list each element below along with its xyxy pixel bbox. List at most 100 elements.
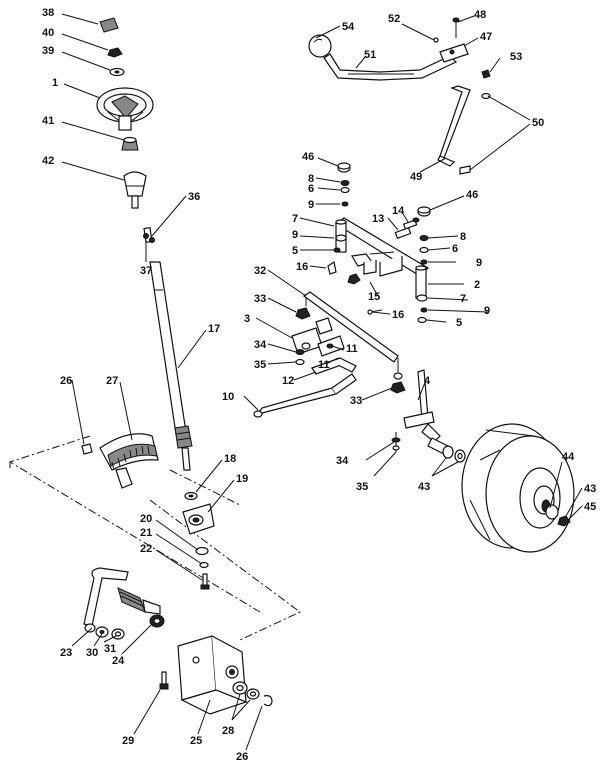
- label-26: 26: [60, 375, 72, 387]
- cap-46-right: [417, 206, 431, 217]
- label-46: 46: [302, 151, 314, 163]
- steering-arm-23: [83, 567, 161, 633]
- label-13: 13: [372, 213, 384, 225]
- label-8: 8: [308, 173, 314, 185]
- bracket-25: [177, 635, 248, 715]
- label-45: 45: [584, 501, 596, 513]
- label-9d: 9: [484, 305, 490, 317]
- clips-50: [459, 92, 491, 175]
- label-33b: 33: [350, 395, 362, 407]
- label-12: 12: [282, 375, 294, 387]
- tie-rod-32: [302, 291, 403, 380]
- cap-46-upper: [337, 162, 351, 173]
- bracket-47: [439, 43, 469, 63]
- steering-wheel: [96, 87, 154, 131]
- screw-48: [452, 17, 460, 38]
- lever-51: [323, 53, 458, 81]
- small-hardware-right: [416, 235, 429, 324]
- label-20: 20: [140, 513, 152, 525]
- nut-53: [481, 69, 491, 79]
- label-50: 50: [532, 117, 544, 129]
- drag-link-10: [253, 373, 357, 418]
- label-30: 30: [86, 647, 98, 659]
- label-5b: 5: [456, 317, 462, 329]
- label-32: 32: [254, 265, 266, 277]
- adapter-41: [121, 136, 139, 151]
- clip-26b: [263, 695, 273, 707]
- hubcap-44-45: [545, 504, 571, 527]
- label-2: 2: [474, 279, 480, 291]
- label-4: 4: [424, 375, 431, 387]
- steering-cap: [99, 17, 119, 33]
- label-52: 52: [388, 13, 400, 25]
- label-15: 15: [368, 291, 380, 303]
- label-9: 9: [308, 199, 314, 211]
- label-35: 35: [254, 359, 266, 371]
- label-29: 29: [122, 735, 134, 747]
- label-47: 47: [480, 31, 492, 43]
- label-49: 49: [410, 171, 422, 183]
- label-33: 33: [254, 293, 266, 305]
- label-14: 14: [392, 205, 405, 217]
- label-7: 7: [292, 213, 298, 225]
- label-31: 31: [104, 643, 116, 655]
- washer-30: [95, 626, 109, 638]
- label-41: 41: [42, 115, 54, 127]
- label-24: 24: [112, 655, 125, 667]
- label-8b: 8: [460, 231, 466, 243]
- label-21: 21: [140, 527, 152, 539]
- label-46b: 46: [466, 189, 478, 201]
- label-9b: 9: [292, 229, 298, 241]
- axle-beam: [334, 217, 429, 277]
- washers-43: [442, 445, 466, 463]
- label-37: 37: [140, 265, 152, 277]
- leader-lines: [61, 13, 583, 751]
- bolt-34-35-lower: [391, 432, 401, 452]
- bushing-24: [149, 614, 165, 628]
- label-51: 51: [364, 49, 376, 61]
- nut-33-upper: [295, 307, 311, 320]
- washer-39: [109, 67, 125, 77]
- pitman-bracket-3: [291, 317, 345, 357]
- label-38: 38: [42, 7, 54, 19]
- washers-28: [232, 681, 260, 700]
- label-36: 36: [188, 191, 200, 203]
- hardware-34-35: [295, 349, 305, 366]
- label-11b: 11: [318, 359, 330, 371]
- label-34: 34: [254, 339, 267, 351]
- label-6: 6: [308, 183, 314, 195]
- label-34b: 34: [336, 455, 349, 467]
- nut-15: [347, 273, 361, 285]
- label-25: 25: [190, 735, 202, 747]
- label-18: 18: [224, 453, 236, 465]
- label-43b: 43: [584, 483, 596, 495]
- nut-40: [107, 47, 123, 58]
- label-16b: 16: [392, 309, 404, 321]
- label-9c: 9: [476, 257, 482, 269]
- label-16: 16: [296, 261, 308, 273]
- label-53: 53: [510, 51, 522, 63]
- bolt-29: [159, 671, 169, 690]
- sector-gear-27: [99, 433, 159, 489]
- label-48: 48: [474, 9, 486, 21]
- label-23: 23: [60, 647, 72, 659]
- label-11: 11: [346, 343, 358, 355]
- washer-18: [184, 491, 198, 501]
- label-6b: 6: [452, 243, 458, 255]
- label-5: 5: [292, 245, 298, 257]
- steering-shaft-17: [143, 226, 193, 471]
- label-3: 3: [244, 313, 250, 325]
- pivot-bolt-13: [394, 227, 412, 239]
- pin-52: [433, 37, 439, 43]
- bearing-19: [182, 503, 215, 535]
- part-number-labels: 38 40 39 1 41 42 36 37 17 26 27 18 19 20…: [42, 7, 596, 763]
- label-43: 43: [418, 481, 430, 493]
- label-40: 40: [42, 27, 54, 39]
- washer-20: [195, 546, 209, 556]
- lift-rod-49: [437, 85, 471, 167]
- label-7b: 7: [460, 293, 466, 305]
- bolt-22: [200, 573, 210, 590]
- label-28: 28: [222, 725, 234, 737]
